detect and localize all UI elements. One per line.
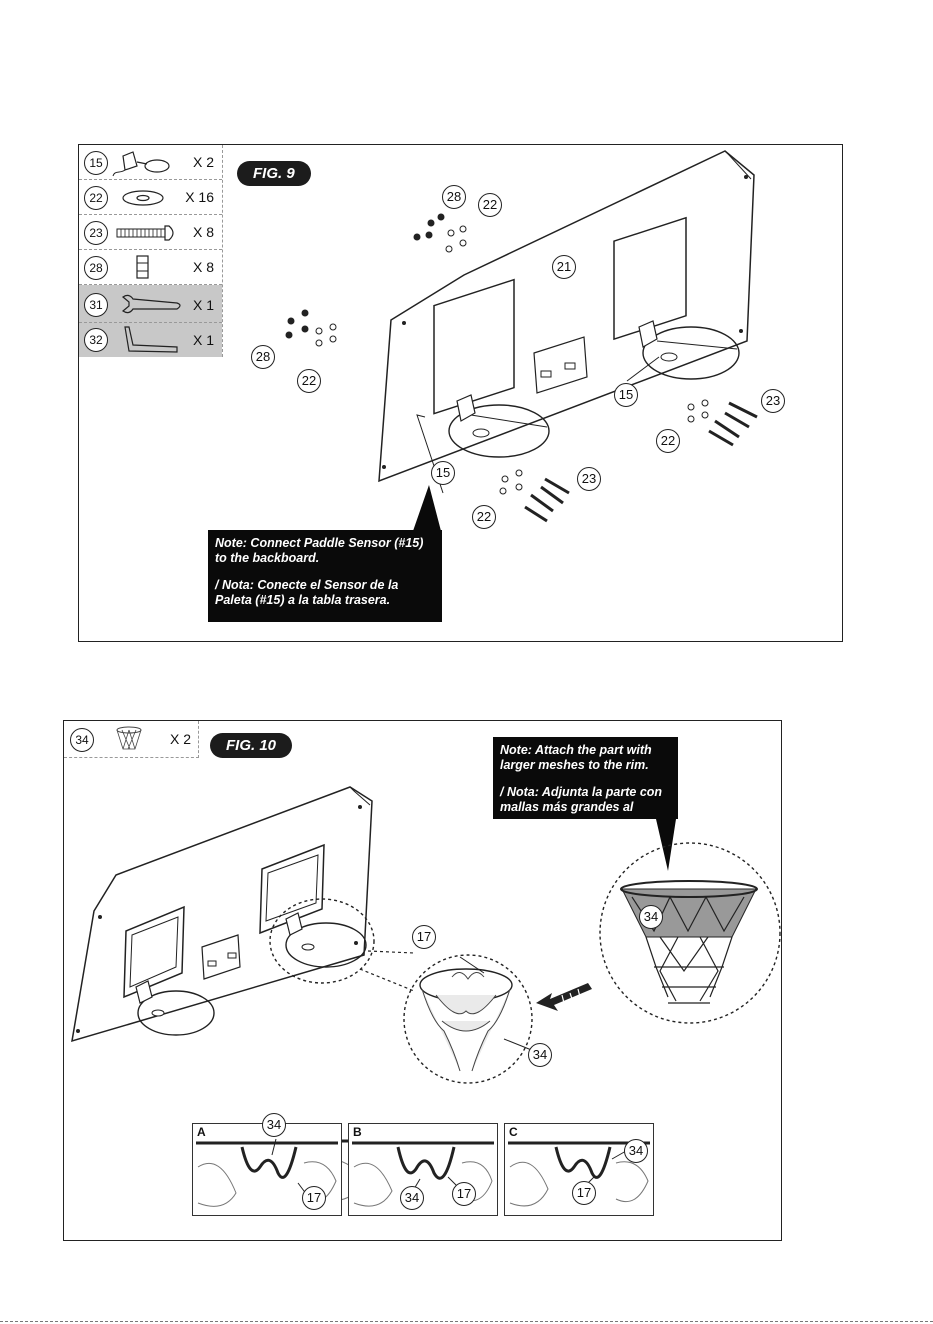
backboard	[378, 150, 755, 483]
callout-15: 15	[431, 461, 455, 485]
hardware-group-top	[413, 213, 467, 253]
callout-34: 34	[262, 1113, 286, 1137]
footer-rule	[0, 1321, 933, 1322]
note-connect-sensor: Note: Connect Paddle Sensor (#15) to the…	[208, 530, 442, 622]
washer-icon	[122, 190, 164, 206]
part-quantity: X 16	[185, 189, 214, 205]
part-number: 15	[84, 151, 108, 175]
callout-23: 23	[577, 467, 601, 491]
part-quantity: X 8	[192, 259, 214, 275]
scoreboard-box	[533, 336, 588, 394]
figure-9-panel: 15 X 2 22 X 16 23 X 8	[78, 144, 843, 642]
left-rim	[135, 980, 215, 1036]
right-rim	[285, 912, 367, 968]
part-number: 23	[84, 221, 108, 245]
net-assembly-drawing	[71, 786, 781, 1212]
figure-title: FIG. 9	[237, 161, 311, 186]
callout-34: 34	[624, 1139, 648, 1163]
net-on-rim	[419, 968, 513, 1072]
zoom-circle-rim	[269, 898, 375, 984]
parts-list: 15 X 2 22 X 16 23 X 8	[79, 145, 223, 357]
hardware-group-right	[687, 399, 758, 447]
part-number: 34	[70, 728, 94, 752]
hardware-group-bottom	[499, 469, 570, 523]
callout-23: 23	[761, 389, 785, 413]
part-quantity: X 2	[192, 154, 214, 170]
callout-22: 22	[478, 193, 502, 217]
callout-17: 17	[302, 1186, 326, 1210]
callout-34: 34	[400, 1186, 424, 1210]
callout-22: 22	[297, 369, 321, 393]
note-attach-net: Note: Attach the part with larger meshes…	[493, 737, 678, 829]
part-row-28: 28 X 8	[79, 250, 222, 285]
step-letter: C	[509, 1125, 518, 1139]
callout-34: 34	[528, 1043, 552, 1067]
part-quantity: X 2	[170, 731, 192, 747]
right-rim	[638, 320, 740, 380]
net-icon	[116, 726, 142, 750]
part-quantity: X 1	[192, 332, 214, 348]
net-detail	[620, 880, 758, 1004]
callout-17: 17	[452, 1182, 476, 1206]
note-spanish: / Nota: Adjunta la parte con mallas más …	[500, 785, 663, 829]
parts-list: 34 X 2	[64, 721, 199, 758]
note-english: Note: Connect Paddle Sensor (#15) to the…	[215, 536, 424, 565]
arrow-icon	[536, 983, 592, 1011]
callout-21: 21	[552, 255, 576, 279]
part-row-23: 23 X 8	[79, 215, 222, 250]
part-row-22: 22 X 16	[79, 180, 222, 215]
callout-15: 15	[614, 383, 638, 407]
bolt-icon	[116, 225, 174, 241]
callout-22: 22	[656, 429, 680, 453]
paddle-sensor-icon	[112, 151, 170, 177]
backboard-assembly-drawing	[285, 150, 758, 531]
part-number: 31	[84, 293, 108, 317]
backboard	[71, 786, 373, 1043]
part-row-15: 15 X 2	[79, 145, 222, 180]
callout-17: 17	[572, 1181, 596, 1205]
part-row-31: 31 X 1	[79, 285, 222, 323]
callout-22: 22	[472, 505, 496, 529]
callout-34: 34	[639, 905, 663, 929]
figure-title: FIG. 10	[210, 733, 293, 758]
callout-28: 28	[251, 345, 275, 369]
step-letter: A	[197, 1125, 206, 1139]
wrench-icon	[121, 294, 181, 314]
nut-icon	[136, 255, 149, 279]
figure-10-panel: 34 X 2 FIG. 10 Note: Attach the part wit…	[63, 720, 782, 1241]
zoom-circle-detail	[599, 842, 781, 1024]
part-number: 32	[84, 328, 108, 352]
note-english: Note: Attach the part with larger meshes…	[500, 743, 652, 772]
hardware-group-left	[285, 309, 337, 347]
part-quantity: X 8	[192, 224, 214, 240]
part-row-32: 32 X 1	[79, 323, 222, 357]
part-quantity: X 1	[192, 297, 214, 313]
allen-key-icon	[124, 326, 178, 353]
note-spanish: / Nota: Conecte el Sensor de la Paleta (…	[215, 578, 399, 607]
callout-17: 17	[412, 925, 436, 949]
part-number: 28	[84, 256, 108, 280]
part-number: 22	[84, 186, 108, 210]
callout-28: 28	[442, 185, 466, 209]
step-letter: B	[353, 1125, 362, 1139]
left-rim	[448, 394, 550, 458]
zoom-circle-net	[403, 954, 533, 1084]
